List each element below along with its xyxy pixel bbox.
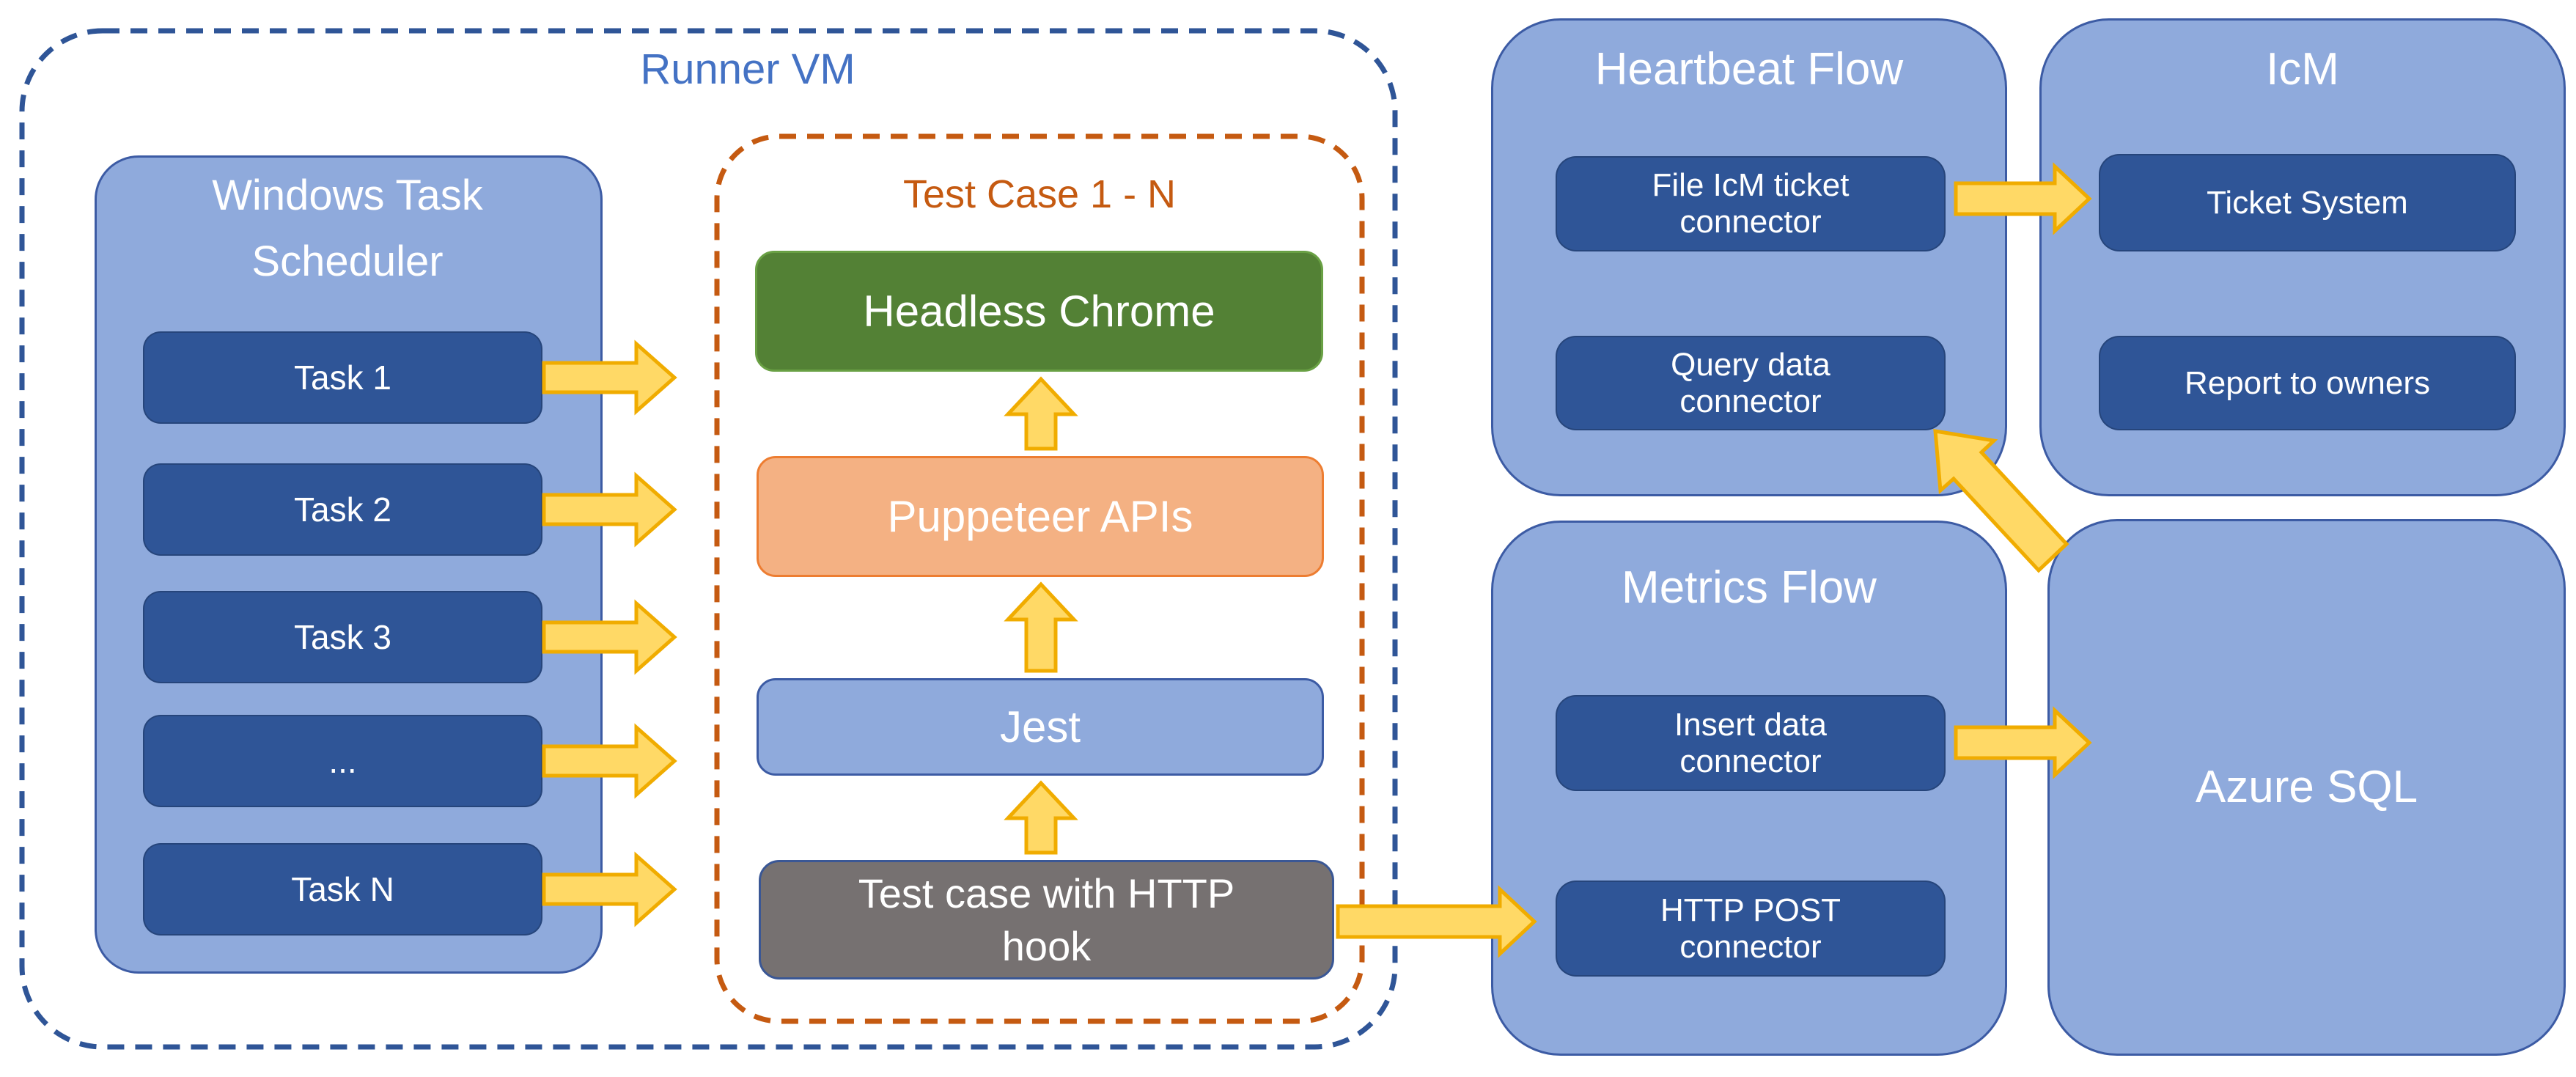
query-data-connector-box: Query data connector [1556, 336, 1946, 430]
ticket-system-box: Ticket System [2099, 154, 2516, 251]
runner-vm-title: Runner VM [640, 45, 855, 93]
azure-sql-container: Azure SQL [2047, 519, 2566, 1056]
puppeteer-apis-box: Puppeteer APIs [757, 456, 1324, 577]
file-icm-ticket-connector-box: File IcM ticket connector [1556, 156, 1946, 251]
insert-data-connector-box: Insert data connector [1556, 695, 1946, 791]
task-ellipsis-box: ... [143, 715, 542, 807]
task-n-box: Task N [143, 843, 542, 936]
icm-title: IcM [2266, 44, 2339, 95]
report-to-owners-box: Report to owners [2099, 336, 2516, 430]
test-case-http-hook-box: Test case with HTTP hook [759, 860, 1334, 979]
jest-box: Jest [757, 678, 1324, 776]
task-1-box: Task 1 [143, 331, 542, 424]
metrics-flow-title: Metrics Flow [1622, 562, 1877, 614]
http-post-connector-box: HTTP POST connector [1556, 881, 1946, 977]
task-3-box: Task 3 [143, 591, 542, 683]
test-case-title: Test Case 1 - N [902, 172, 1177, 217]
task-2-box: Task 2 [143, 463, 542, 556]
arrow-puppeteer-to-headless [1004, 376, 1078, 451]
heartbeat-flow-title: Heartbeat Flow [1594, 44, 1904, 95]
arrow-jest-to-puppeteer [1004, 581, 1078, 673]
arrow-hook-to-jest [1004, 780, 1078, 855]
headless-chrome-box: Headless Chrome [755, 251, 1323, 372]
windows-task-scheduler-title: Windows Task Scheduler [212, 172, 483, 285]
